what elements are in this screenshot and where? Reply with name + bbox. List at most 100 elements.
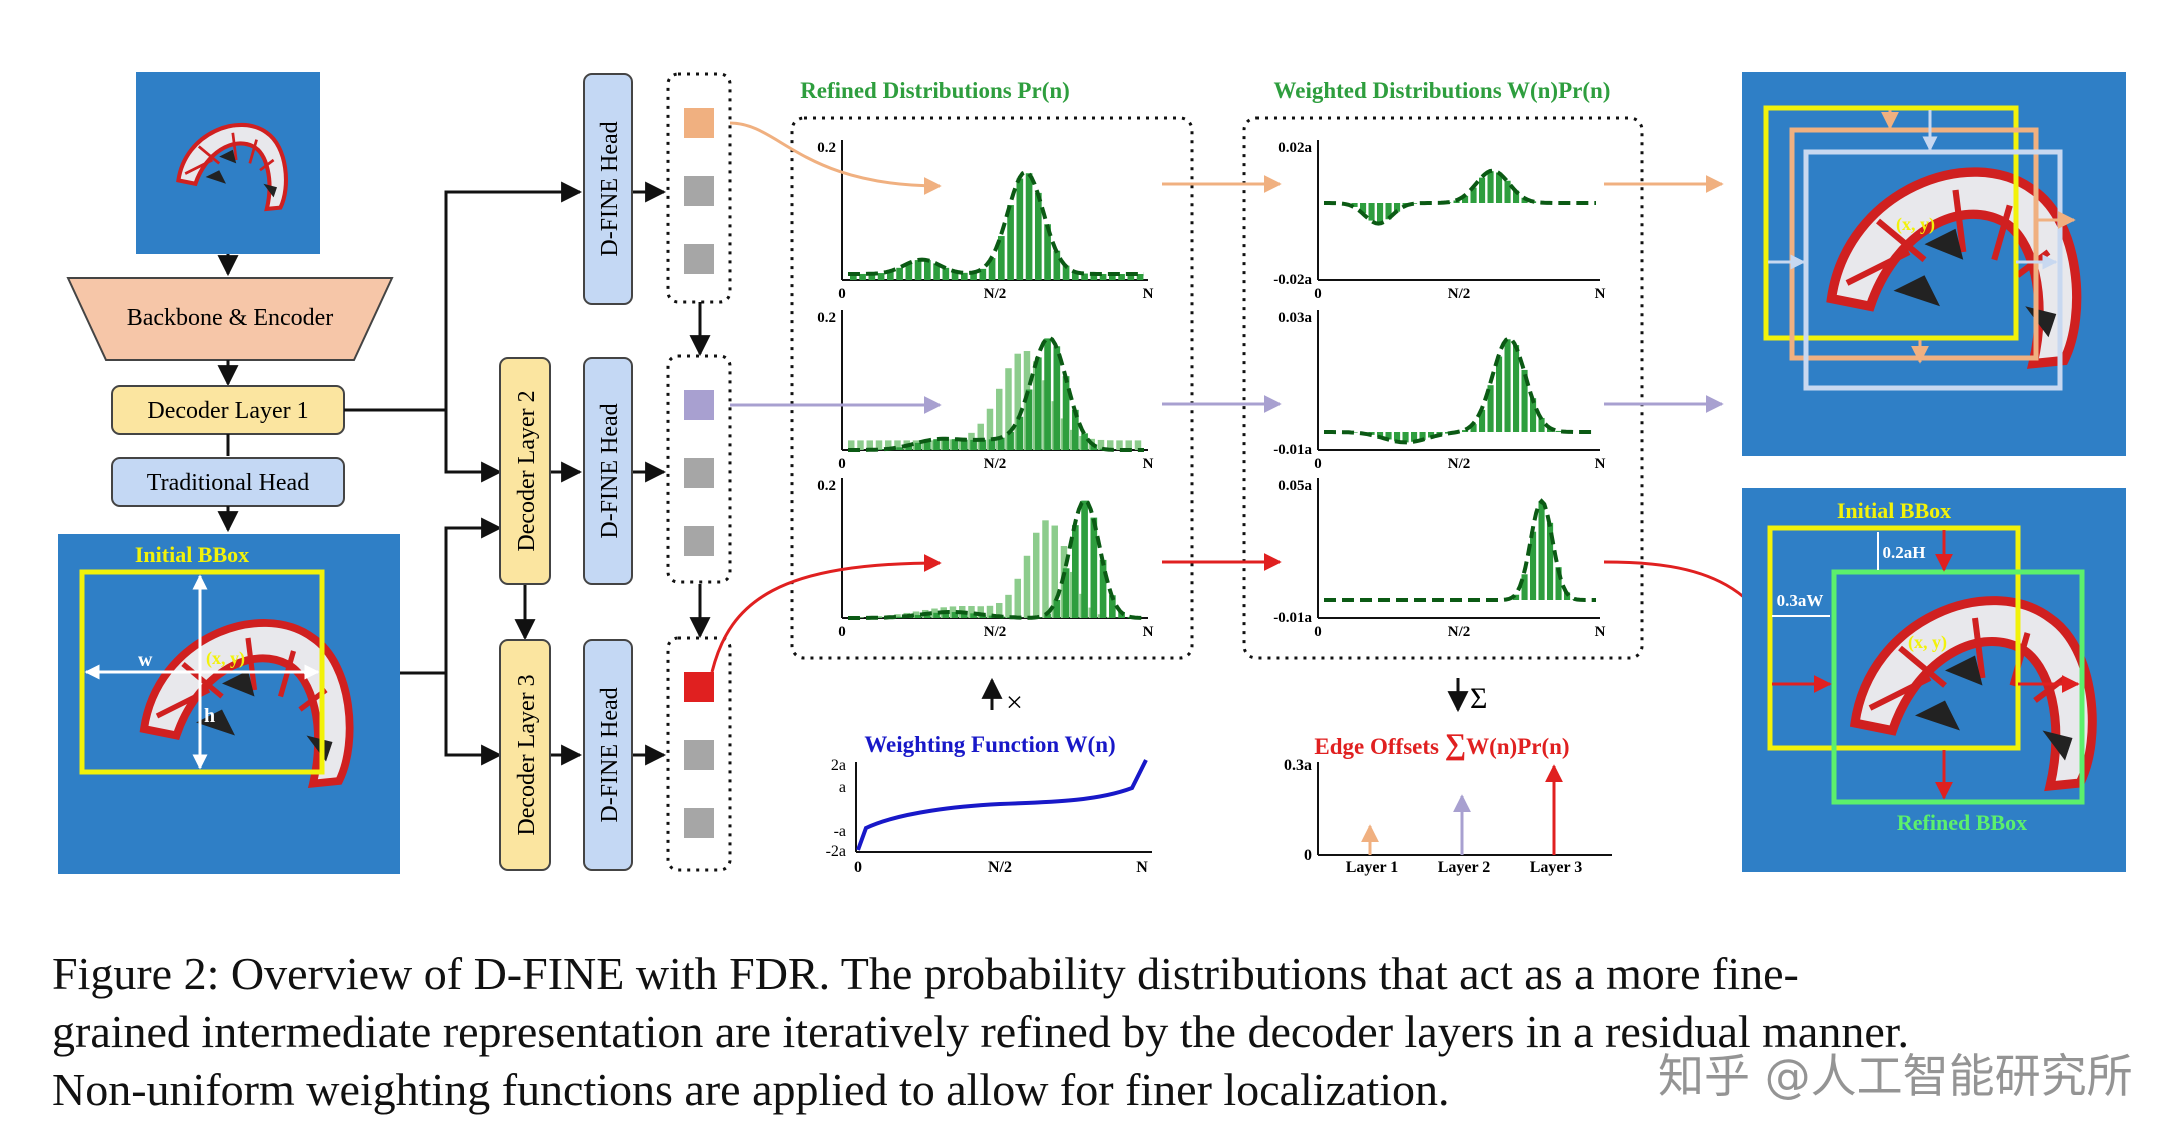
ghost-bar bbox=[986, 605, 994, 618]
ghost-bar bbox=[912, 611, 920, 618]
dist-bar bbox=[1487, 171, 1494, 203]
dist-bar bbox=[1402, 432, 1409, 443]
ghost-bar bbox=[894, 614, 901, 618]
dist-curve bbox=[848, 335, 1144, 452]
refined-bbox-rect bbox=[1831, 569, 2085, 805]
dist-bar bbox=[1385, 203, 1392, 220]
dist-bar bbox=[1118, 273, 1125, 280]
figure-diagram: Backbone & Encoder Decoder Layer 1 Tradi… bbox=[58, 72, 2126, 876]
dist-curve bbox=[848, 169, 1144, 276]
flow-arrows bbox=[710, 121, 1802, 694]
decoder-layer-2-box: Decoder Layer 2 bbox=[499, 357, 551, 585]
dist-bar bbox=[896, 447, 903, 450]
dist-bar bbox=[1109, 595, 1116, 618]
initial-bbox-rect bbox=[1767, 525, 2021, 751]
tick-label: 0 bbox=[1314, 624, 1322, 640]
final-refinement-image: Initial BBox Refined BBox 0.2aH 0.3aW (x… bbox=[1742, 488, 2126, 872]
traditional-head-box: Traditional Head bbox=[111, 457, 345, 507]
dist-bar bbox=[998, 437, 1005, 450]
height-label: h bbox=[204, 705, 215, 727]
dist-bar bbox=[979, 268, 987, 280]
ghost-bar bbox=[848, 440, 855, 450]
initial-bbox-label: Initial BBox bbox=[1837, 498, 1951, 523]
weighting-title: Weighting Function W(n) bbox=[864, 732, 1115, 757]
tick-label: -0.01a bbox=[1273, 610, 1312, 626]
tick-label: 0 bbox=[1314, 286, 1322, 302]
dist-bar bbox=[988, 258, 996, 280]
dist-bar bbox=[1419, 432, 1426, 440]
dist-bar bbox=[924, 613, 931, 618]
dist-bar bbox=[1127, 274, 1135, 280]
ghost-bar bbox=[1033, 532, 1040, 618]
dist-bar bbox=[914, 260, 922, 280]
dist-bar bbox=[1025, 173, 1033, 280]
tick-label: a bbox=[839, 779, 846, 796]
layer-label: Layer 1 bbox=[1346, 859, 1399, 876]
dist-bar bbox=[1072, 271, 1079, 280]
dist-bar bbox=[1044, 613, 1051, 618]
center-label: (x, y) bbox=[1896, 214, 1935, 235]
dist-bar bbox=[933, 263, 940, 280]
dist-bar bbox=[942, 612, 950, 618]
sigma-symbol: Σ bbox=[1470, 682, 1487, 715]
ghost-bar bbox=[977, 606, 984, 618]
ghost-bar bbox=[1005, 368, 1012, 450]
figure-caption: Figure 2: Overview of D-FINE with FDR. T… bbox=[52, 945, 2132, 1119]
tick-label: N bbox=[1143, 456, 1154, 472]
tick-label: 0.02a bbox=[1278, 140, 1312, 156]
dist-bar bbox=[1099, 559, 1107, 618]
refined-bbox-label: Refined BBox bbox=[1897, 810, 2027, 835]
refined-panel-title: Refined Distributions Pr(n) bbox=[800, 78, 1070, 103]
ghost-bar bbox=[996, 388, 1003, 450]
dfine-head-label: D-FINE Head bbox=[597, 121, 623, 256]
weighting-function-chart: Weighting Function W(n) 2a a -a -2a 0 N/… bbox=[826, 732, 1152, 876]
ghost-bar bbox=[1116, 440, 1123, 450]
initial-bbox-image: Initial BBox w h (x, y) bbox=[58, 534, 400, 874]
ghost-bar bbox=[1042, 520, 1049, 618]
dist-bar bbox=[877, 273, 885, 280]
tick-label: -0.01a bbox=[1273, 442, 1312, 458]
dist-bar bbox=[1496, 172, 1503, 203]
dist-bar bbox=[924, 260, 931, 280]
dist-bar bbox=[1062, 568, 1070, 618]
tick-label: -a bbox=[834, 823, 846, 840]
dist-curve bbox=[848, 497, 1145, 620]
initial-bbox-rect bbox=[79, 569, 325, 775]
dfine-head-1: D-FINE Head bbox=[583, 73, 633, 305]
dist-bar bbox=[1053, 599, 1061, 618]
dist-bar bbox=[1394, 203, 1401, 212]
tick-label: -2a bbox=[826, 843, 846, 860]
ghost-bar bbox=[996, 602, 1003, 618]
dist-bar bbox=[868, 273, 876, 280]
dist-bar bbox=[1044, 338, 1051, 450]
dist-bar bbox=[1504, 180, 1511, 203]
dist-bar bbox=[1470, 424, 1477, 432]
iterative-refinement-image: (x, y) bbox=[1742, 72, 2126, 456]
dfine-head-label: D-FINE Head bbox=[597, 403, 623, 538]
dist-bar bbox=[1504, 339, 1511, 432]
ghost-bar bbox=[1005, 594, 1012, 618]
tick-label: 0.03a bbox=[1278, 310, 1312, 326]
dist-bar bbox=[1062, 265, 1070, 280]
dist-bar bbox=[1496, 356, 1503, 432]
tick-label: 2a bbox=[831, 757, 846, 774]
dist-bar bbox=[896, 616, 903, 618]
tick-label: N/2 bbox=[1448, 624, 1471, 640]
tick-label: N bbox=[1595, 286, 1606, 302]
dist-bar bbox=[1081, 500, 1088, 618]
layer-label: Layer 2 bbox=[1438, 859, 1491, 876]
decoder-layer-1-box: Decoder Layer 1 bbox=[111, 385, 345, 435]
tick-label: N bbox=[1143, 286, 1154, 302]
dist-bar bbox=[1513, 594, 1520, 600]
tick-label: 0.05a bbox=[1278, 478, 1312, 494]
dist-bar bbox=[1513, 190, 1520, 203]
dist-curve bbox=[1324, 336, 1596, 445]
dist-bar bbox=[1487, 385, 1494, 432]
tick-label: 0 bbox=[838, 624, 846, 640]
dist-bar bbox=[1555, 430, 1562, 432]
dist-bar bbox=[1044, 224, 1051, 280]
ghost-bar bbox=[1051, 525, 1058, 618]
